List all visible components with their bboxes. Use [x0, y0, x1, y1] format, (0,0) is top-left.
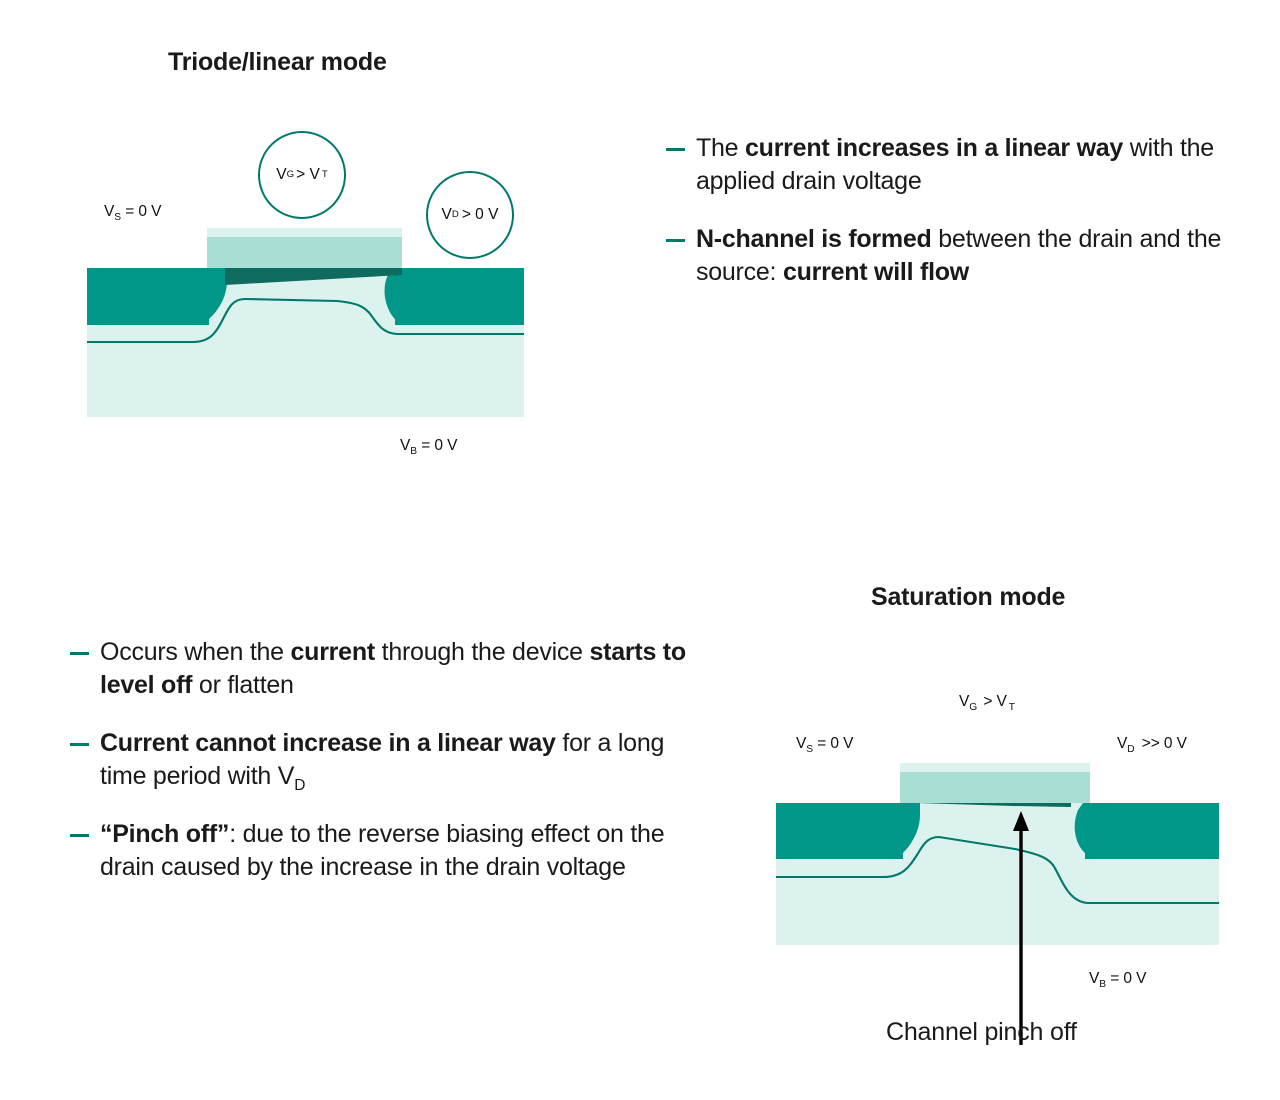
text-phrase: with the applied drain voltage [696, 134, 1214, 195]
vs-subscript: S [806, 744, 813, 756]
drain-region [1074, 803, 1219, 859]
vd-symbol: V [441, 206, 452, 223]
triode-device-cross-section [87, 228, 524, 417]
vt-subscript: T [1008, 702, 1015, 714]
vb-symbol: V [1089, 970, 1100, 987]
bullet-text: The current increases in a linear way wi… [696, 132, 1226, 197]
source-region [87, 268, 227, 325]
saturation-bulk-voltage-label: VB = 0 V [1089, 970, 1147, 991]
bold-phrase: current [290, 638, 376, 666]
text-phrase: through the device [374, 638, 590, 666]
source-region [776, 803, 920, 859]
bullet-item: N-channel is formed between the drain an… [666, 223, 1226, 288]
bullet-item: Current cannot increase in a linear way … [70, 727, 690, 794]
vd-value: >> 0 V [1141, 735, 1187, 752]
bullet-item: “Pinch off”: due to the reverse biasing … [70, 818, 690, 883]
vb-value: = 0 V [1110, 970, 1147, 987]
vg-subscript: G [969, 702, 978, 714]
bold-phrase: N-channel is formed [696, 225, 932, 253]
triode-mode-title: Triode/linear mode [168, 48, 387, 76]
text-phrase: or flatten [192, 670, 294, 699]
bullet-text: “Pinch off”: due to the reverse biasing … [100, 818, 690, 883]
vd-symbol: V [1117, 735, 1128, 752]
saturation-bullet-list: Occurs when the current through the devi… [70, 636, 690, 909]
bullet-text: Occurs when the current through the devi… [100, 636, 690, 701]
depletion-boundary-line [87, 297, 524, 344]
inversion-channel [225, 268, 402, 285]
bullet-text: N-channel is formed between the drain an… [696, 223, 1226, 288]
text-phrase: The [696, 134, 746, 162]
triode-bullet-list: The current increases in a linear way wi… [666, 132, 1226, 314]
bold-phrase: current will flow [782, 257, 969, 286]
bullet-dash-icon [70, 834, 89, 837]
gate-contact-layer [207, 228, 402, 237]
vs-value: = 0 V [817, 735, 854, 752]
drain-region [384, 268, 524, 325]
bullet-item: Occurs when the current through the devi… [70, 636, 690, 701]
vs-symbol: V [104, 203, 115, 220]
depletion-boundary-line [776, 835, 1219, 905]
vd-subscript: D [1127, 744, 1135, 756]
bullet-dash-icon [666, 148, 685, 151]
vd-value: > 0 V [461, 206, 499, 223]
bold-phrase: “Pinch off” [100, 820, 230, 848]
gate-oxide-layer [207, 237, 402, 268]
gate-contact-layer [900, 763, 1090, 772]
bullet-dash-icon [666, 239, 685, 242]
vs-subscript: S [114, 212, 121, 224]
bullet-dash-icon [70, 743, 89, 746]
vg-symbol: V [276, 166, 287, 183]
bullet-item: The current increases in a linear way wi… [666, 132, 1226, 197]
vb-value: = 0 V [421, 437, 458, 454]
vg-comparator: > V [983, 693, 1007, 710]
vb-subscript: B [410, 446, 417, 458]
text-phrase: between the drain and the source: [696, 225, 1222, 286]
bullet-dash-icon [70, 652, 89, 655]
triode-bulk-voltage-label: VB = 0 V [400, 437, 458, 458]
triode-source-voltage-label: VS = 0 V [104, 203, 162, 224]
vs-value: = 0 V [125, 203, 162, 220]
text-phrase: Occurs when the [100, 638, 291, 666]
vb-symbol: V [400, 437, 411, 454]
channel-pinch-off-caption: Channel pinch off [886, 1018, 1077, 1046]
saturation-device-cross-section [776, 763, 1219, 1045]
subscript: D [294, 776, 306, 794]
bullet-text: Current cannot increase in a linear way … [100, 727, 690, 794]
bold-phrase: starts to level off [100, 638, 686, 699]
saturation-source-voltage-label: VS = 0 V [796, 735, 854, 756]
vb-subscript: B [1099, 979, 1106, 991]
gate-oxide-layer [900, 772, 1090, 803]
text-phrase: : due to the reverse biasing effect on t… [100, 820, 665, 881]
text-phrase: for a long time period with V [100, 729, 665, 790]
bold-phrase: Current cannot increase in a linear way [100, 729, 556, 757]
vg-symbol: V [959, 693, 970, 710]
saturation-drain-voltage-label: VD >> 0 V [1117, 735, 1187, 756]
bold-phrase: current increases in a linear way [745, 134, 1124, 162]
vg-comparator: > V [296, 166, 320, 183]
pinch-off-arrow [1013, 811, 1029, 1045]
saturation-mode-title: Saturation mode [871, 583, 1066, 611]
inversion-channel [917, 803, 1071, 807]
vs-symbol: V [796, 735, 807, 752]
